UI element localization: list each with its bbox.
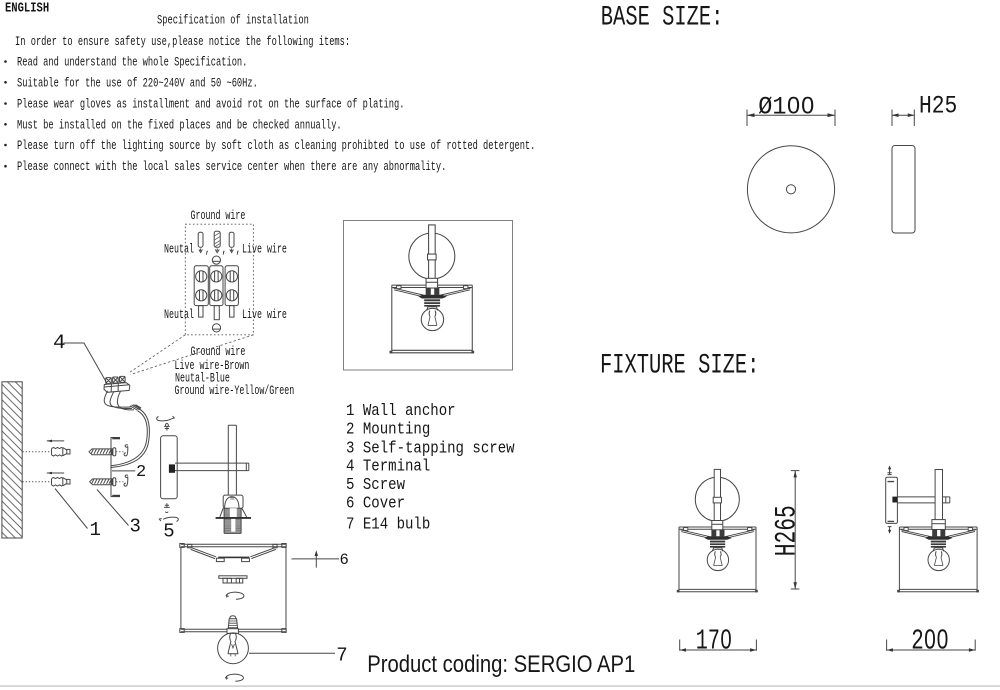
svg-text:FIXTURE SIZE:: FIXTURE SIZE: [600,351,759,382]
svg-text:Read and understand the whole: Read and understand the whole Specificat… [17,56,247,70]
svg-text:,: , [222,243,227,257]
svg-text:Neutal: Neutal [164,308,194,322]
svg-text:1 Wall anchor: 1 Wall anchor [346,401,456,420]
svg-text:Ground wire: Ground wire [191,209,246,223]
svg-text:Must be installed on the fixed: Must be installed on the fixed places an… [17,119,342,133]
svg-text:Live wire: Live wire [242,243,287,257]
svg-text:5: 5 [163,521,174,543]
svg-text:Specification of installation: Specification of installation [157,14,309,28]
svg-text:7 E14 bulb: 7 E14 bulb [346,515,430,534]
svg-text:Product coding: SERGIO AP1: Product coding: SERGIO AP1 [367,650,635,677]
svg-text:2 Mounting: 2 Mounting [346,420,430,439]
svg-text:Please connect with the local: Please connect with the local sales serv… [17,161,446,175]
svg-text:Ø100: Ø100 [758,94,814,122]
svg-text:6: 6 [340,551,349,569]
svg-text:1: 1 [90,519,101,541]
svg-text:,: , [236,243,241,257]
svg-text:2: 2 [136,463,146,482]
svg-text:Ground wire-Yellow/Green: Ground wire-Yellow/Green [175,384,295,398]
svg-text:170: 170 [696,625,732,658]
svg-text:BASE SIZE:: BASE SIZE: [601,3,724,34]
svg-text:Please wear gloves as installm: Please wear gloves as installment and av… [17,98,405,112]
svg-text:Please turn off the lighting s: Please turn off the lighting source by s… [17,140,535,154]
svg-text:6 Cover: 6 Cover [346,494,405,513]
svg-text:3: 3 [130,516,141,538]
svg-text:4: 4 [53,332,66,354]
svg-text:In order to ensure safety use,: In order to ensure safety use,please not… [15,36,350,50]
svg-text:Live wire: Live wire [242,308,287,322]
svg-text:5 Screw: 5 Screw [346,475,406,494]
svg-text:ENGLISH: ENGLISH [5,0,49,16]
svg-text:Live wire-Brown: Live wire-Brown [175,359,250,373]
svg-text:3 Self-tapping screw: 3 Self-tapping screw [346,439,515,458]
svg-text:Ground wire: Ground wire [191,345,246,359]
svg-text:Suitable for the use of 220~24: Suitable for the use of 220~240V and 50 … [17,77,258,91]
svg-text:,: , [205,243,210,257]
svg-text:4 Terminal: 4 Terminal [346,456,430,475]
svg-text:H265: H265 [769,505,804,556]
svg-text:H25: H25 [919,92,957,120]
svg-text:7: 7 [336,644,347,666]
svg-text:Neutal-Blue: Neutal-Blue [175,372,230,386]
svg-text:Neutal: Neutal [164,243,194,257]
